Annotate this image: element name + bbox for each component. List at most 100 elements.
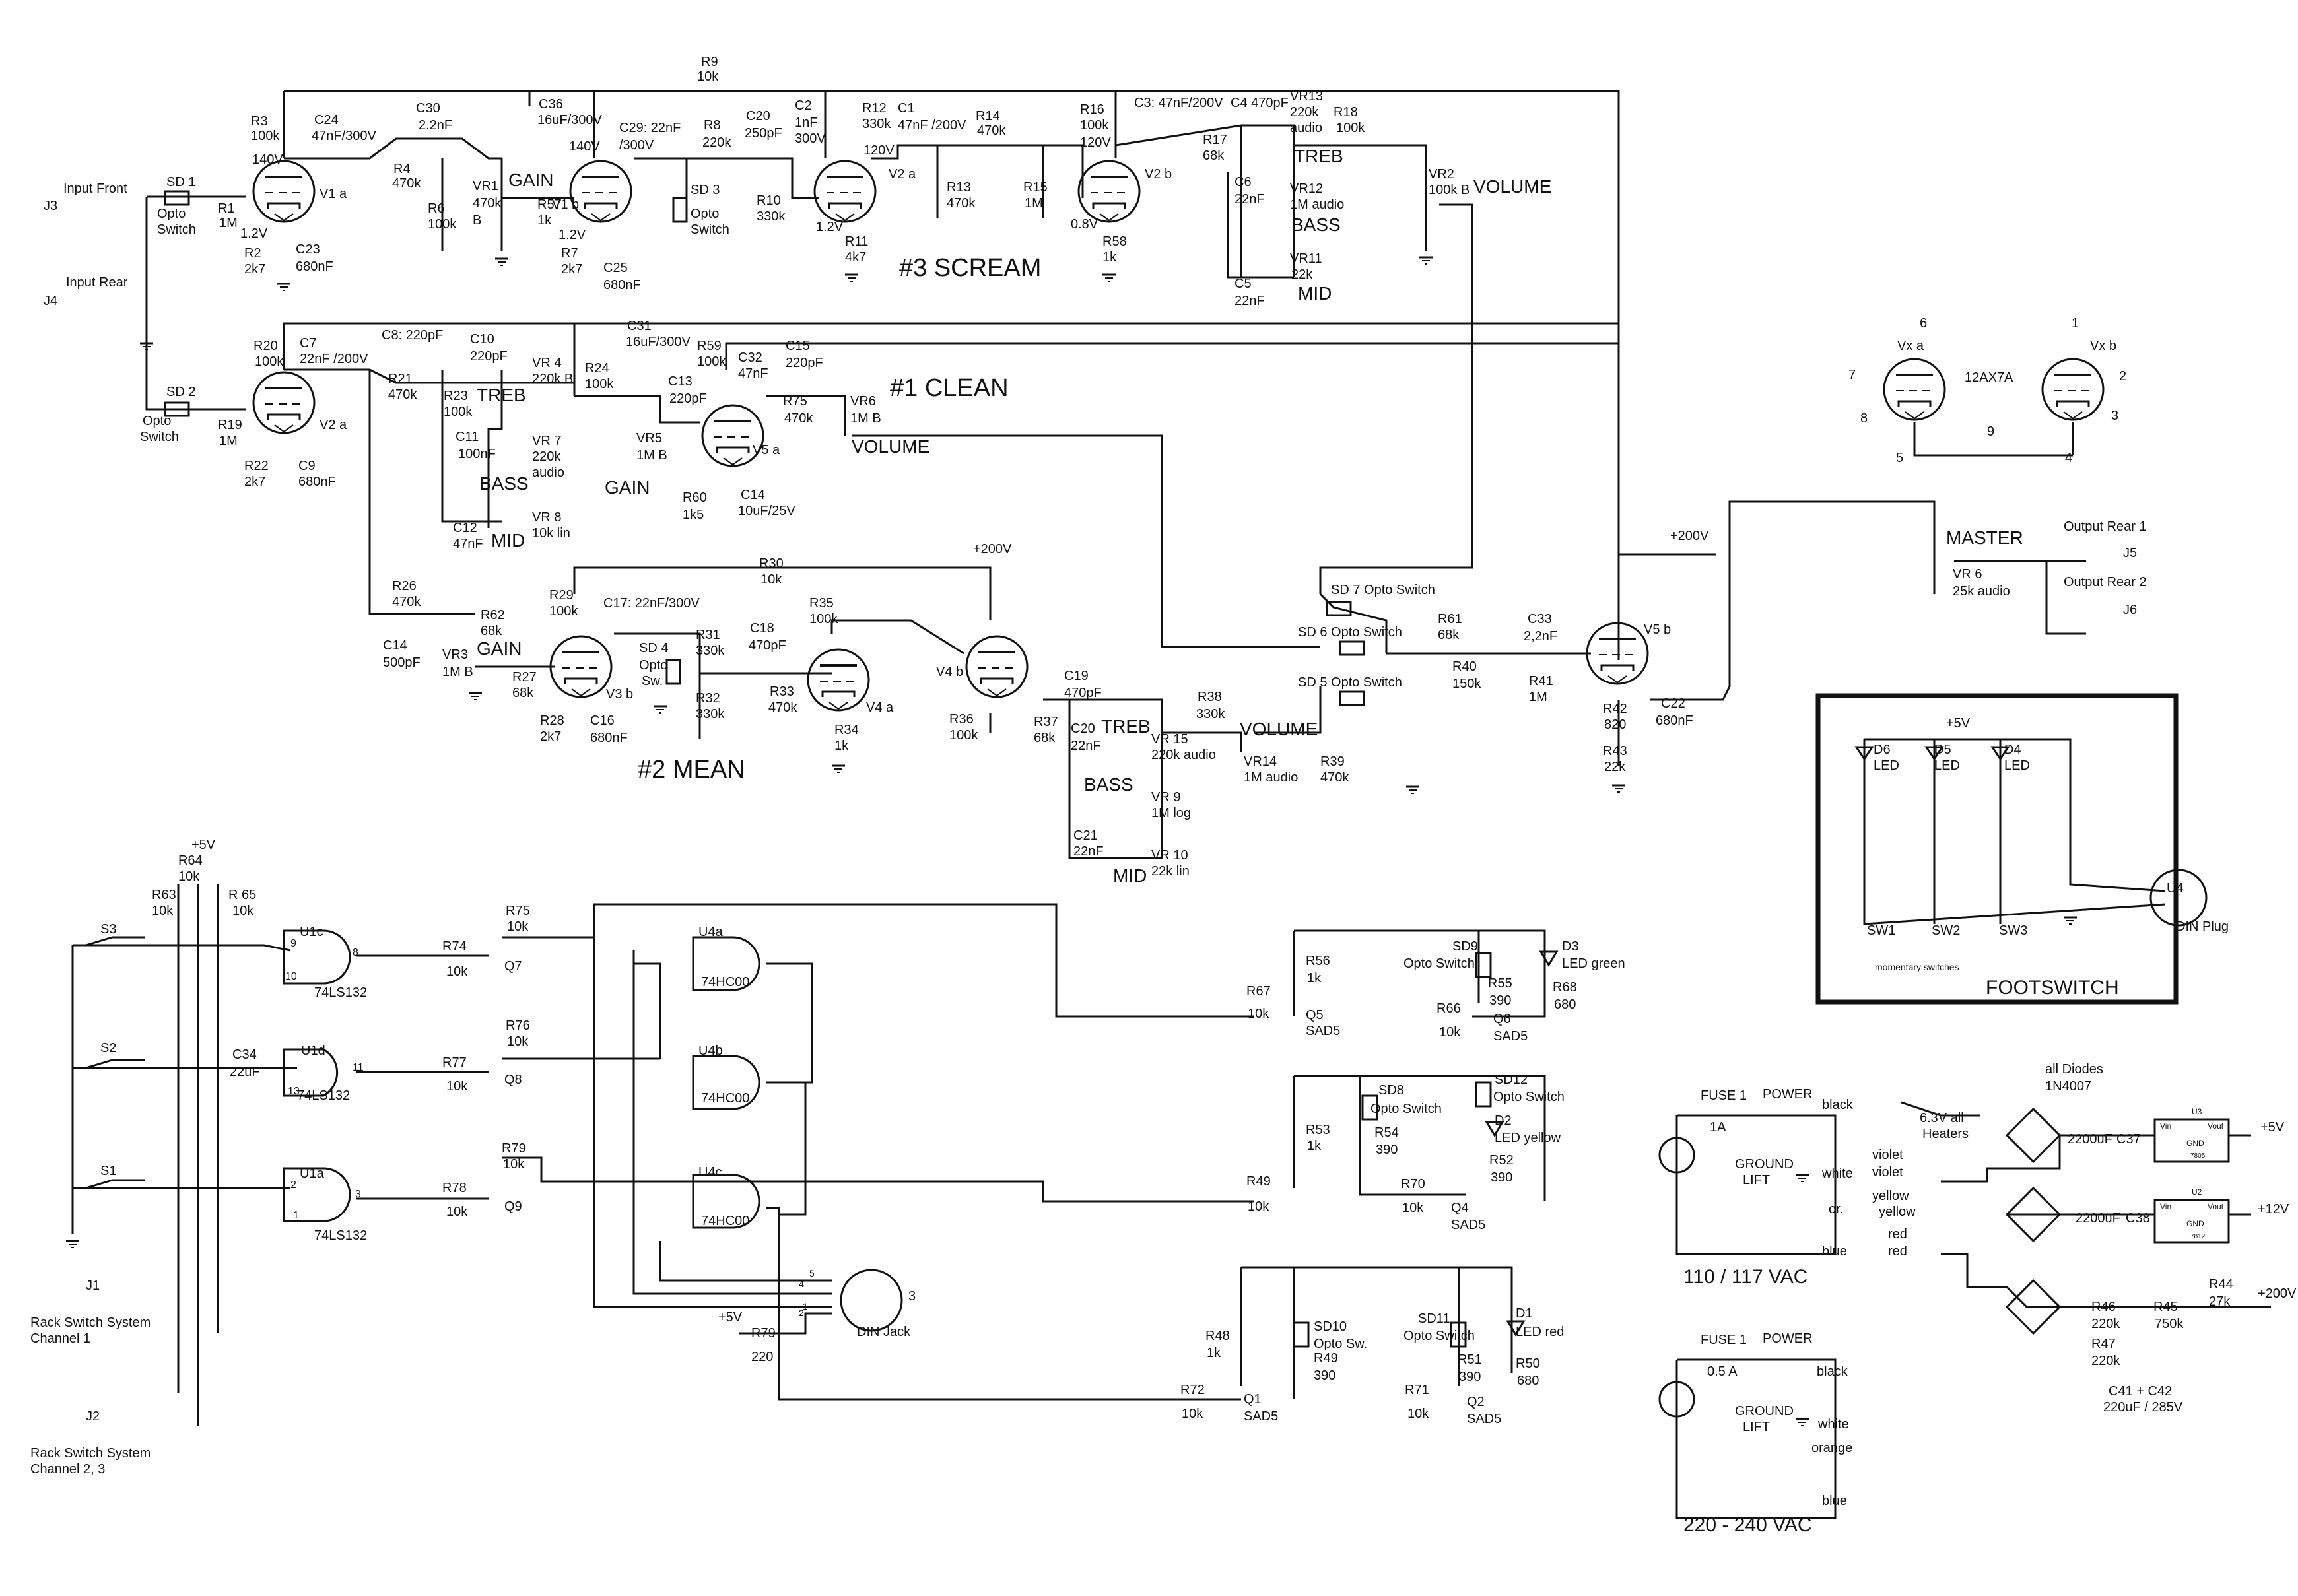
label-r63: R63: [152, 888, 176, 902]
label-r20v: 100k: [255, 354, 284, 369]
label-p1: 1: [2072, 316, 2079, 331]
label-r55: R55: [1488, 976, 1512, 991]
label-p200b: +200V: [1670, 529, 1709, 543]
label-r75b: R75: [506, 904, 530, 918]
label-r36v: 100k: [949, 728, 978, 743]
label-v1bc: 1.2V: [558, 228, 586, 242]
label-r31: R31: [696, 628, 720, 642]
label-c20: C20: [746, 109, 770, 123]
label-c36: C36: [539, 97, 563, 112]
label-ls2: 74LS132: [297, 1088, 350, 1103]
label-v3b: V3 b: [606, 687, 633, 702]
label-r30v: 10k: [760, 572, 782, 587]
label-sd8: SD8: [1378, 1083, 1404, 1098]
label-c9: C9: [298, 459, 316, 473]
label-d1l: LED red: [1516, 1325, 1564, 1339]
label-fs: FOOTSWITCH: [1986, 977, 2119, 999]
label-c41v: 220uF / 285V: [2103, 1400, 2183, 1414]
label-r45v: 750k: [2155, 1317, 2184, 1331]
label-r58v: 1k: [1102, 250, 1117, 265]
label-q2: Q2: [1467, 1395, 1485, 1409]
label-r79: R79: [502, 1141, 526, 1156]
label-r35: R35: [809, 596, 834, 611]
label-sd1l2: Switch: [157, 222, 196, 237]
label-r17: R17: [1203, 133, 1227, 147]
label-r66: R66: [1436, 1001, 1461, 1016]
label-d3: D3: [1562, 939, 1579, 954]
label-r32v: 330k: [696, 707, 725, 721]
label-r59: R59: [697, 339, 722, 353]
label-c19: C19: [1064, 669, 1089, 683]
label-fuse2: FUSE 1: [1701, 1333, 1747, 1347]
label-rs2c: Channel 2, 3: [30, 1462, 105, 1477]
label-c14bv: 500pF: [383, 655, 421, 670]
label-p5c: +5V: [718, 1310, 743, 1325]
label-vr8: VR 8: [532, 510, 561, 525]
label-r2v: 2k7: [244, 262, 265, 277]
label-c11v: 100nF: [458, 447, 496, 461]
label-r32: R32: [696, 691, 720, 706]
label-sad5d: SAD5: [1244, 1409, 1278, 1424]
label-r40v: 150k: [1452, 677, 1481, 691]
label-c30: C30: [416, 101, 440, 116]
label-vr11: VR11: [1290, 251, 1322, 266]
label-r14v: 470k: [977, 123, 1006, 138]
label-u3vin: Vin: [2160, 1121, 2171, 1131]
label-c21v: 22nF: [1073, 844, 1104, 859]
label-sd6: SD 6 Opto Switch: [1298, 625, 1402, 640]
label-r12v: 330k: [862, 117, 891, 131]
label-c7v: 22nF /200V: [300, 352, 368, 366]
label-r33v: 470k: [768, 700, 797, 715]
label-r17v: 68k: [1203, 149, 1225, 163]
label-r64v: 10k: [178, 869, 200, 884]
label-dp4: 4: [799, 1279, 804, 1289]
label-r49b: R49: [1314, 1351, 1338, 1366]
label-p12out: +12V: [2258, 1202, 2289, 1216]
label-r47: R47: [2091, 1337, 2116, 1351]
label-c5: C5: [1234, 277, 1252, 291]
label-j1: J1: [86, 1279, 100, 1293]
label-p8: 8: [1860, 411, 1868, 426]
label-r55v: 390: [1489, 993, 1511, 1008]
label-p200a: +200V: [973, 542, 1012, 556]
label-u1c: U1c: [300, 925, 323, 939]
label-r61v: 68k: [1438, 628, 1460, 642]
label-vr5: VR5: [636, 431, 662, 446]
label-mid1: MID: [1298, 283, 1332, 304]
label-r15: R15: [1023, 180, 1048, 195]
label-r9: R9: [701, 55, 718, 69]
label-c21: C21: [1073, 828, 1098, 843]
label-treb2: TREB: [477, 385, 526, 405]
label-c18: C18: [750, 621, 774, 636]
label-r53v: 1k: [1307, 1139, 1322, 1153]
label-vr10v: 22k lin: [1151, 864, 1190, 879]
label-r28v: 2k7: [540, 729, 561, 744]
label-c1: C1: [898, 101, 915, 116]
label-r16v: 100k: [1080, 118, 1109, 133]
label-master: MASTER: [1946, 527, 2023, 548]
label-mid3: MID: [1113, 865, 1147, 886]
label-r74v: 10k: [446, 964, 468, 979]
label-u1a: U1a: [300, 1166, 325, 1181]
label-v2bc: 0.8V: [1071, 217, 1098, 232]
label-vac1: 110 / 117 VAC: [1683, 1266, 1808, 1288]
label-c38: 2200uF: [2076, 1211, 2120, 1226]
label-s1: S1: [100, 1164, 116, 1178]
label-u1c8: 8: [353, 947, 358, 958]
label-q1: Q1: [1244, 1392, 1262, 1407]
label-u3: U3: [2192, 1107, 2202, 1116]
label-c20v: 250pF: [745, 126, 782, 141]
label-treb1: TREB: [1294, 146, 1343, 166]
label-u4b: U4b: [698, 1044, 723, 1058]
label-d3l: LED green: [1562, 956, 1625, 971]
label-red1: red: [1888, 1227, 1907, 1242]
label-c34: C34: [232, 1047, 257, 1062]
label-r39: R39: [1320, 754, 1345, 769]
label-r3v: 100k: [251, 129, 280, 143]
label-white2: white: [1817, 1417, 1849, 1432]
label-r27v: 68k: [512, 686, 534, 700]
label-r63v: 10k: [152, 904, 174, 918]
label-ground1: GROUND: [1735, 1157, 1794, 1172]
label-fuse1: FUSE 1: [1701, 1088, 1747, 1103]
label-q8: Q8: [504, 1073, 522, 1087]
